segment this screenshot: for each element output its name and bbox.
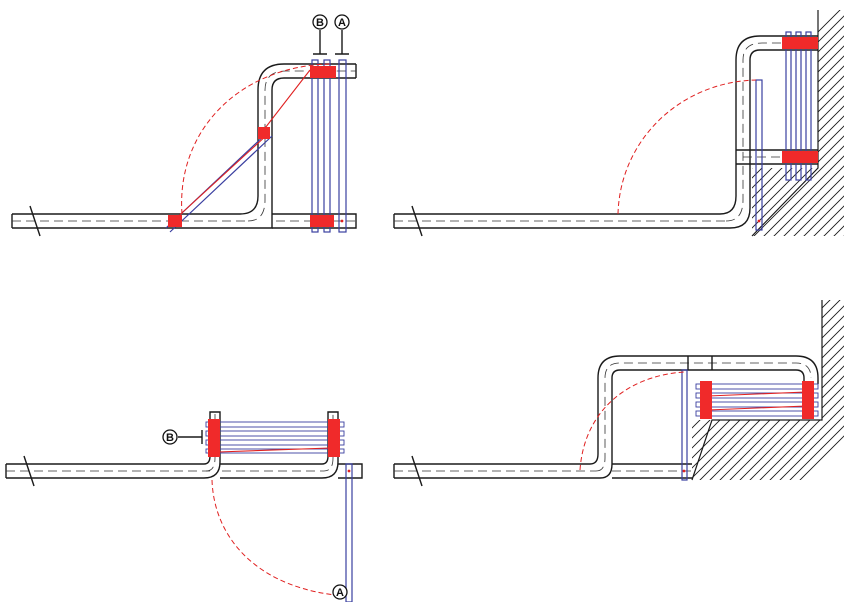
marker-b: B [312, 14, 328, 55]
clamp [310, 215, 334, 227]
horizontal-pipe-group [695, 383, 819, 417]
swing-arc [211, 479, 347, 597]
swing-arc [181, 63, 331, 215]
panel-top-left: B A [11, 14, 357, 237]
svg-text:B: B [166, 432, 174, 444]
clamp [258, 127, 270, 139]
vertical-pipe-group [311, 59, 347, 233]
clamp [802, 381, 814, 419]
clamp [328, 419, 340, 457]
break-mark [23, 455, 35, 487]
clamp [168, 215, 182, 227]
swing-arc [617, 79, 757, 215]
wall-hatched [751, 10, 844, 237]
break-mark [411, 455, 423, 487]
vertical-pipe [345, 463, 353, 602]
break-mark [411, 205, 423, 237]
marker-b: B [162, 429, 203, 445]
riser-pipe [589, 355, 819, 479]
panel-bottom-left: B A [5, 411, 363, 602]
vertical-pipe [681, 369, 688, 481]
marker-a: A [332, 584, 348, 600]
clamp [782, 151, 818, 163]
vertical-pipe-group [755, 31, 812, 231]
panel-bottom-right [393, 300, 844, 487]
clamp [700, 381, 712, 419]
svg-text:A: A [338, 17, 346, 29]
marker-a: A [334, 14, 350, 55]
break-mark [29, 205, 41, 237]
clamp [208, 419, 220, 457]
svg-text:B: B [316, 17, 324, 29]
wall-hatched [691, 300, 844, 481]
svg-text:A: A [336, 587, 344, 599]
riser-pipe [203, 411, 221, 479]
clamp [782, 37, 818, 49]
swing-arc [579, 371, 685, 471]
horizontal-pipe-group [205, 421, 345, 454]
riser-pipe [719, 35, 818, 229]
panel-top-right [393, 10, 844, 237]
clamp [310, 66, 336, 78]
